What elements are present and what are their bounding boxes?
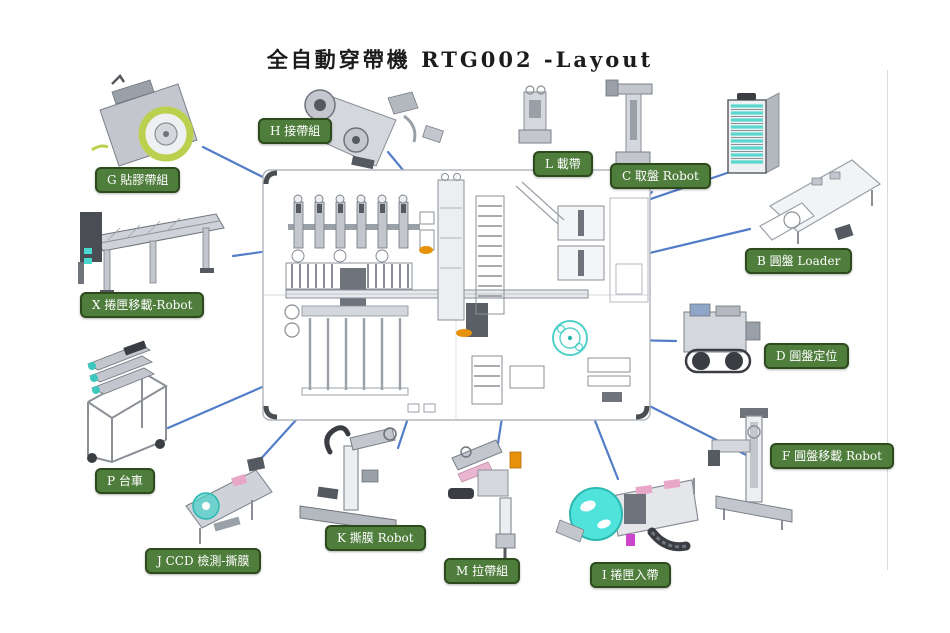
component-k-peeling-robot [299, 425, 397, 533]
cart-stacked-trays [87, 340, 155, 395]
label-x-transfer-robot: X 捲匣移載-Robot [80, 292, 205, 318]
orange-part-1 [419, 246, 433, 254]
component-p-cart [87, 340, 168, 464]
label-f-disc-transfer: F 圓盤移載 Robot [770, 443, 894, 469]
label-k-peeling-robot: K 撕膜 Robot [325, 525, 426, 551]
label-b-disc-loader: B 圓盤 Loader [745, 248, 853, 274]
component-h-splicing-unit [304, 89, 444, 170]
orange-part-2 [456, 329, 472, 337]
slide-edge-line [887, 70, 888, 570]
page-title: 全自動穿帶機 RTG002 -Layout [266, 47, 654, 72]
hatched-conveyor [285, 262, 413, 312]
component-l-carrier-tape-unit [518, 85, 552, 144]
component-f-disc-transfer-robot [708, 408, 793, 530]
central-layout-drawing [262, 169, 651, 421]
center-tower-unit [419, 173, 488, 337]
component-b-disc-loader [759, 159, 882, 244]
label-p-cart: P 台車 [95, 468, 155, 494]
component-c-pick-robot [605, 79, 653, 166]
label-g-tape-applicator: G 貼膠帶組 [95, 167, 181, 193]
teal-disc-station [552, 320, 588, 356]
ladder-column [475, 195, 505, 315]
spindle-bank [288, 194, 420, 263]
lower-modules [407, 355, 631, 413]
component-m-tape-pulling-unit [448, 439, 522, 558]
component-i-reel-feeder [555, 478, 699, 552]
label-l-carrier-tape: L 載帶 [533, 151, 593, 177]
component-j-ccd-inspection [185, 456, 273, 544]
upper-right-modules [515, 181, 649, 303]
label-c-pick-robot: C 取盤 Robot [610, 163, 711, 189]
label-m-tape-pulling: M 拉帶組 [444, 558, 521, 584]
label-h-splicing-unit: H 接帶組 [258, 118, 333, 144]
label-j-ccd-inspection: J CCD 檢測-撕膜 [145, 548, 262, 574]
label-i-reel-feeder: I 捲匣入帶 [590, 562, 671, 588]
label-d-disc-positioner: D 圓盤定位 [764, 343, 850, 369]
lower-left-comb [308, 318, 402, 390]
component-tray-magazine-tower [727, 92, 780, 174]
component-x-transfer-conveyor [78, 212, 225, 295]
component-d-disc-positioner [683, 303, 761, 374]
component-g-tape-applicator [91, 74, 198, 167]
